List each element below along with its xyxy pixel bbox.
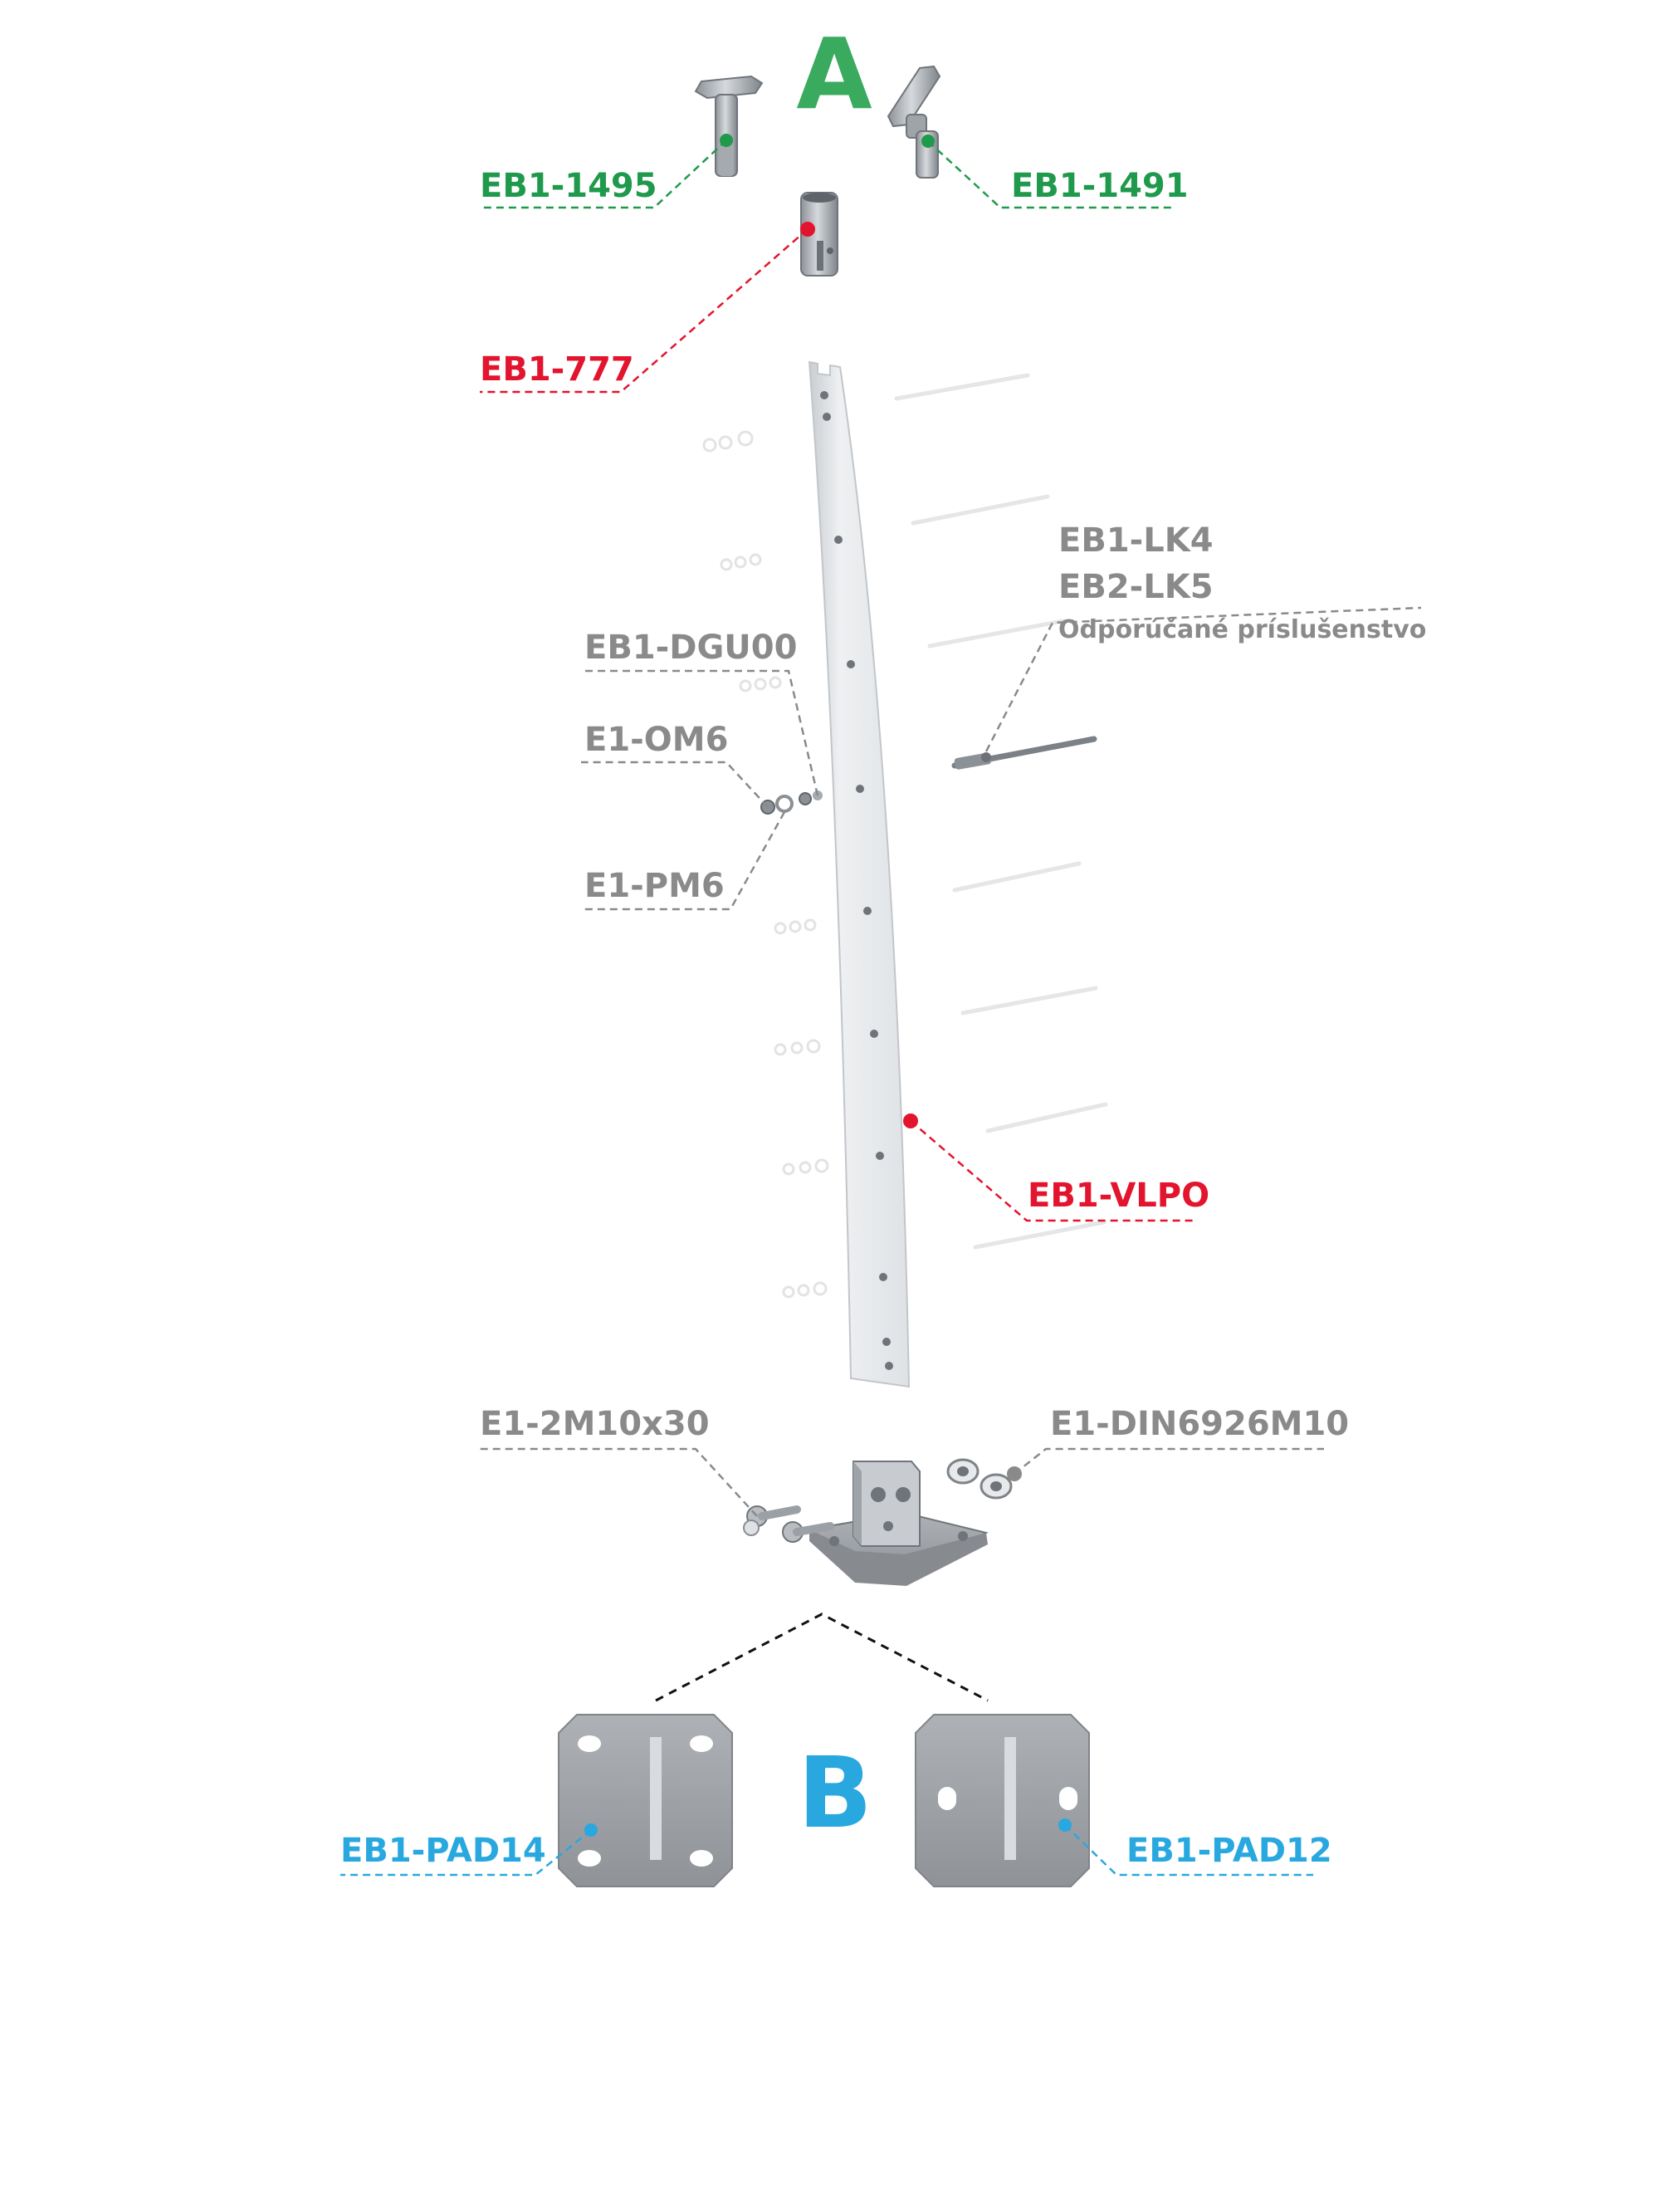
ghost-washer-sets: [702, 430, 829, 1299]
leader-eb1-777: [480, 228, 809, 394]
base-bracket-icon: [807, 1461, 989, 1586]
leader-eb1-1491: [927, 140, 1172, 209]
leader-e1-2m10x30: [480, 1447, 758, 1517]
tube-connector-icon: [800, 192, 838, 276]
group-letter-b: B: [798, 1735, 872, 1850]
group-letter-a: A: [796, 17, 872, 131]
leader-eb1-pad12: [1064, 1824, 1313, 1877]
tilting-handrail-adapter-icon: [887, 65, 941, 179]
t-handrail-adapter-icon: [694, 75, 764, 177]
label-eb2-lk5: EB2-LK5: [1058, 568, 1214, 606]
label-e1-pm6: E1-PM6: [584, 867, 725, 905]
variant-link-lines: [655, 1613, 989, 1702]
base-plate-icon: [558, 1714, 733, 1887]
label-e1-din6926m10: E1-DIN6926M10: [1050, 1405, 1349, 1443]
leader-eb1-lk4: [984, 606, 1422, 752]
conical-washer-icon: [946, 1458, 1013, 1500]
ghost-cable-rods: [894, 373, 1108, 1250]
base-plate-icon: [915, 1714, 1090, 1887]
label-eb1-vlpo: EB1-VLPO: [1028, 1177, 1209, 1215]
label-eb1-777: EB1-777: [480, 350, 634, 389]
washer-nut-icon: [760, 790, 823, 815]
label-e1-om6: E1-OM6: [584, 721, 728, 759]
label-eb1-1495: EB1-1495: [480, 167, 657, 205]
leader-eb1-pad14: [340, 1829, 592, 1877]
curved-post-icon: [808, 360, 911, 1388]
leader-e1-din6926m10: [1014, 1447, 1324, 1475]
label-eb1-1491: EB1-1491: [1011, 167, 1189, 205]
label-eb1-dgu00: EB1-DGU00: [584, 629, 797, 667]
leader-eb1-1495: [480, 139, 727, 209]
label-accessory-note: Odporúčané príslušenstvo: [1058, 615, 1426, 644]
label-e1-2m10x30: E1-2M10x30: [480, 1405, 710, 1443]
leader-eb1-dgu00: [581, 669, 819, 796]
label-eb1-pad14: EB1-PAD14: [340, 1832, 546, 1870]
leader-eb1-vlpo: [910, 1120, 1195, 1222]
label-eb1-pad12: EB1-PAD12: [1126, 1832, 1332, 1870]
label-eb1-lk4: EB1-LK4: [1058, 521, 1214, 560]
cable-tensioner-icon: [951, 736, 1097, 770]
leader-e1-om6: [581, 761, 769, 808]
